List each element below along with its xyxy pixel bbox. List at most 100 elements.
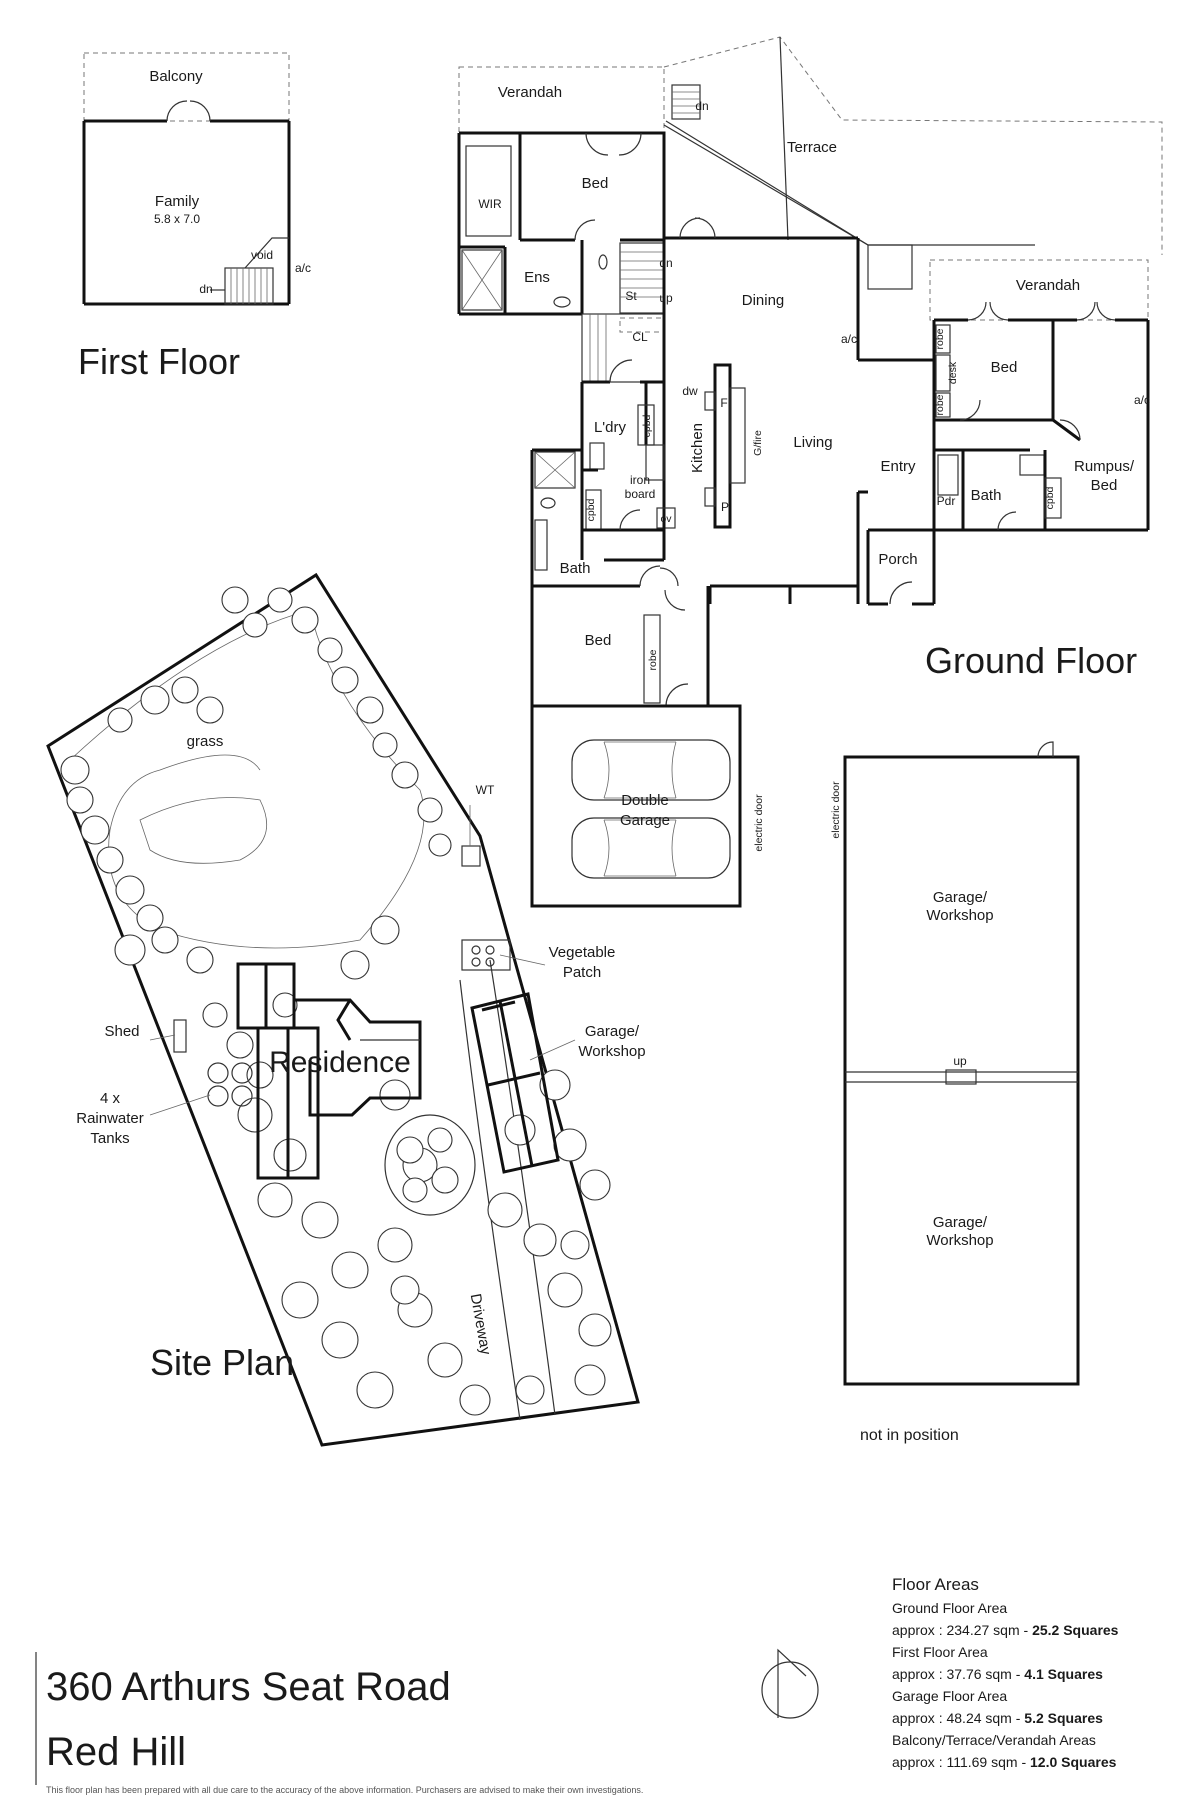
tanks-label-3: Tanks <box>90 1130 129 1147</box>
entry-label: Entry <box>880 458 916 475</box>
ens-label: Ens <box>524 269 550 286</box>
first-area-line: approx : 37.76 sqm - 4.1 Squares <box>892 1666 1103 1682</box>
robe-south-label: robe <box>647 649 659 670</box>
garage-area-value: approx : 48.24 sqm - <box>892 1710 1024 1726</box>
gfire-label: G/fire <box>752 430 764 456</box>
ac-rumpus-label: a/c <box>1134 393 1150 407</box>
ground-stair <box>581 242 665 383</box>
wt-label: WT <box>476 783 495 797</box>
balcony-outline <box>83 52 290 122</box>
first-floor-stair <box>210 237 289 305</box>
driveway-label: Driveway <box>467 1292 495 1356</box>
garage-up-label: up <box>953 1054 967 1068</box>
verandah-east-label: Verandah <box>1016 277 1080 294</box>
cpbd-laundry-label: cpbd <box>641 414 653 437</box>
ac-dining-label: a/c <box>841 332 857 346</box>
family-label: Family <box>155 193 200 210</box>
site-garage-label-1: Garage/ <box>585 1023 640 1040</box>
porch-label: Porch <box>878 551 917 568</box>
bath-west-label: Bath <box>560 560 591 577</box>
car-bottom <box>571 817 731 879</box>
driveway-edge-1 <box>459 979 521 1421</box>
shed <box>173 1019 187 1053</box>
cl-outline <box>619 317 665 333</box>
dn-stair-label: dn <box>659 256 672 270</box>
laundry-tub <box>589 442 605 470</box>
robe-1-label: robe <box>934 328 946 349</box>
vegetable-patch <box>461 939 511 971</box>
garage-area-label: Garage Floor Area <box>892 1688 1007 1704</box>
detached-garage-plan: electric door Garage/ Workshop up Garage… <box>830 741 1080 1444</box>
site-plan: grass WT Vegetable Patch Shed Residence … <box>46 572 646 1447</box>
double-garage-walls <box>530 704 742 908</box>
rumpus-label: Rumpus/ <box>1074 458 1135 475</box>
kitchen-label: Kitchen <box>689 423 706 473</box>
disclaimer-text: This floor plan has been prepared with a… <box>46 1785 643 1795</box>
verandah-main-label: Verandah <box>498 84 562 101</box>
robe-east-1 <box>935 324 951 354</box>
tree-grove <box>384 1114 476 1216</box>
cl-label: CL <box>632 330 648 344</box>
ov-label: ov <box>660 513 672 525</box>
terrace-stair <box>671 84 701 120</box>
iron-label: iron <box>630 473 650 487</box>
garage-bottom-label-1: Garage/ <box>933 1214 988 1231</box>
site-trees <box>60 586 612 1416</box>
driveway-edge-2 <box>489 959 556 1416</box>
electric-door-label-1: electric door <box>753 794 765 852</box>
terrace-label: Terrace <box>787 139 837 156</box>
ground-floor-heading: Ground Floor <box>925 640 1137 681</box>
first-dn-label: dn <box>199 282 212 296</box>
double-garage-label-1: Double <box>621 792 669 809</box>
terrace-outline <box>663 36 1163 255</box>
up-stair-label: up <box>659 291 673 305</box>
wir-label: WIR <box>478 197 502 211</box>
robe-south <box>643 614 661 704</box>
living-label: Living <box>793 434 832 451</box>
wt-tank <box>461 845 481 867</box>
balcony-label: Balcony <box>149 68 203 85</box>
site-plan-heading: Site Plan <box>150 1342 294 1383</box>
first-floor-heading: First Floor <box>78 341 240 382</box>
site-residence-footprint <box>236 962 422 1180</box>
site-garage-label-2: Workshop <box>578 1043 645 1060</box>
first-area-value: approx : 37.76 sqm - <box>892 1666 1024 1682</box>
dining-doors <box>679 217 716 239</box>
ens-basin <box>598 254 608 270</box>
site-garage-building <box>470 992 560 1174</box>
cpbd-bath-east-label: cpbd <box>1044 486 1056 509</box>
ground-area-value: approx : 234.27 sqm - <box>892 1622 1032 1638</box>
residence-label: Residence <box>269 1046 411 1079</box>
balcony-area-value: approx : 111.69 sqm - <box>892 1754 1030 1770</box>
veg-label-2: Patch <box>563 964 601 981</box>
pdr-label: Pdr <box>937 494 956 508</box>
rainwater-tanks <box>207 1062 253 1107</box>
board-label: board <box>625 487 656 501</box>
double-garage-label-2: Garage <box>620 812 670 829</box>
cpbd-bath-east <box>1044 477 1062 519</box>
lawn-path-1 <box>139 797 268 864</box>
garage-top-label-2: Workshop <box>926 907 993 924</box>
p-label: P <box>721 500 729 514</box>
laundry-door <box>609 359 633 383</box>
bath-east-label: Bath <box>971 487 1002 504</box>
ens-shower <box>461 249 503 311</box>
bed-main-label: Bed <box>582 175 609 192</box>
rumpus-bed-label: Bed <box>1091 477 1118 494</box>
robe-east-2 <box>935 392 951 418</box>
bed-south-label: Bed <box>585 632 612 649</box>
laundry-label: L'dry <box>594 419 627 436</box>
desk-label: desk <box>947 361 959 384</box>
compass-icon <box>761 1648 819 1719</box>
ground-area-label: Ground Floor Area <box>892 1600 1007 1616</box>
floor-areas-block: Floor Areas Ground Floor Area approx : 2… <box>892 1575 1119 1770</box>
veg-label-1: Vegetable <box>549 944 616 961</box>
not-in-position-label: not in position <box>860 1427 959 1444</box>
ground-floor-plan: Verandah Bed WIR Ens St dn dn up Terrace… <box>457 36 1163 908</box>
dn-top-label: dn <box>695 99 708 113</box>
wir-robe <box>465 145 512 237</box>
floor-areas-heading: Floor Areas <box>892 1575 979 1594</box>
first-floor-plan: Balcony Family 5.8 x 7.0 void a/c dn Fir… <box>78 52 311 382</box>
bed-main-doors <box>585 132 642 156</box>
